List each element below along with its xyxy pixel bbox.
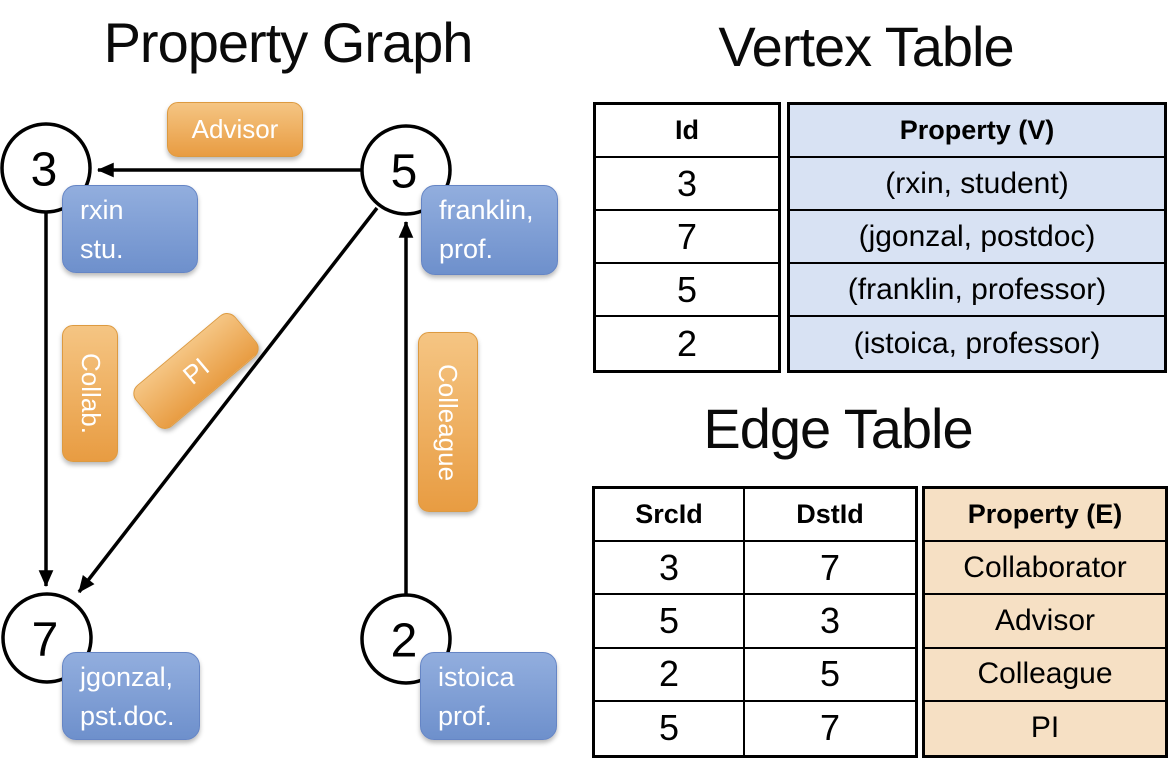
vertex-property-line: pst.doc.	[80, 701, 175, 731]
table-cell: 2	[676, 322, 698, 364]
vertex-property-line: stu.	[80, 234, 124, 264]
edge-label-text: Advisor	[191, 114, 279, 144]
property-graph-title: Property Graph	[103, 11, 474, 74]
edge-label-advisor: Advisor	[167, 102, 303, 157]
vertex-property-box-5: franklin, prof.	[421, 185, 558, 275]
table-cell: Colleague	[925, 648, 1165, 702]
vertex-table-header-property: Property (V)	[790, 105, 1164, 158]
table-cell: Collaborator	[925, 542, 1165, 596]
vertex-table-id-column: Id 3 7 5 2	[593, 102, 781, 373]
vertex-id-2: 2	[390, 614, 418, 668]
vertex-property-line: istoica	[438, 662, 515, 692]
vertex-property-line: franklin,	[439, 195, 534, 225]
edge-label-text: PI	[176, 351, 215, 391]
edge-label-collab: Collab.	[62, 325, 118, 462]
vertex-table-property-column: Property (V) (rxin, student) (jgonzal, p…	[787, 102, 1167, 373]
vertex-table-header-id: Id	[596, 105, 778, 158]
edge-5-7	[77, 206, 379, 594]
edge-table-header-srcid: SrcId	[595, 489, 745, 543]
vertex-property-box-3: rxin stu.	[62, 185, 198, 273]
table-cell: 7	[819, 707, 841, 749]
table-cell: 5	[595, 595, 745, 649]
vertex-property-line: jgonzal,	[80, 662, 174, 692]
table-cell: (franklin, professor)	[790, 264, 1164, 317]
edge-label-text: Collab.	[75, 353, 106, 434]
edge-table-property-column: Property (E) Collaborator Advisor Collea…	[922, 486, 1168, 758]
table-cell: 3	[596, 158, 778, 211]
vertex-property-line: prof.	[439, 234, 494, 264]
table-cell: PI	[925, 701, 1165, 755]
vertex-id-7: 7	[31, 613, 59, 667]
vertex-property-box-7: jgonzal, pst.doc.	[62, 652, 200, 740]
vertex-property-line: rxin	[80, 195, 124, 225]
edge-table-header-dstid: DstId	[745, 489, 915, 543]
vertex-id-5: 5	[390, 145, 418, 199]
vertex-id-3: 3	[30, 143, 58, 197]
table-cell: 7	[745, 542, 915, 596]
vertex-property-box-2: istoica prof.	[420, 652, 557, 740]
vertex-property-line: prof.	[438, 701, 493, 731]
edge-label-text: Colleague	[433, 363, 464, 481]
edge-table-title: Edge Table	[703, 397, 973, 460]
table-cell: 2	[595, 648, 745, 702]
edge-table-id-columns: SrcId DstId 3 7 5 3 2 5 5 7	[592, 486, 918, 758]
table-cell: (rxin, student)	[790, 158, 1164, 211]
table-cell: 3	[745, 595, 915, 649]
table-cell: 5	[596, 264, 778, 317]
table-cell: 3	[595, 542, 745, 596]
table-cell: Advisor	[925, 595, 1165, 649]
edge-label-colleague: Colleague	[418, 332, 478, 512]
edge-table-header-property: Property (E)	[925, 489, 1165, 543]
table-cell: 5	[595, 701, 745, 755]
table-cell: 7	[596, 211, 778, 264]
table-cell: (jgonzal, postdoc)	[790, 211, 1164, 264]
vertex-table-title: Vertex Table	[718, 15, 1014, 78]
table-cell: (istoica, professor)	[790, 317, 1164, 370]
table-cell: 5	[745, 649, 915, 702]
